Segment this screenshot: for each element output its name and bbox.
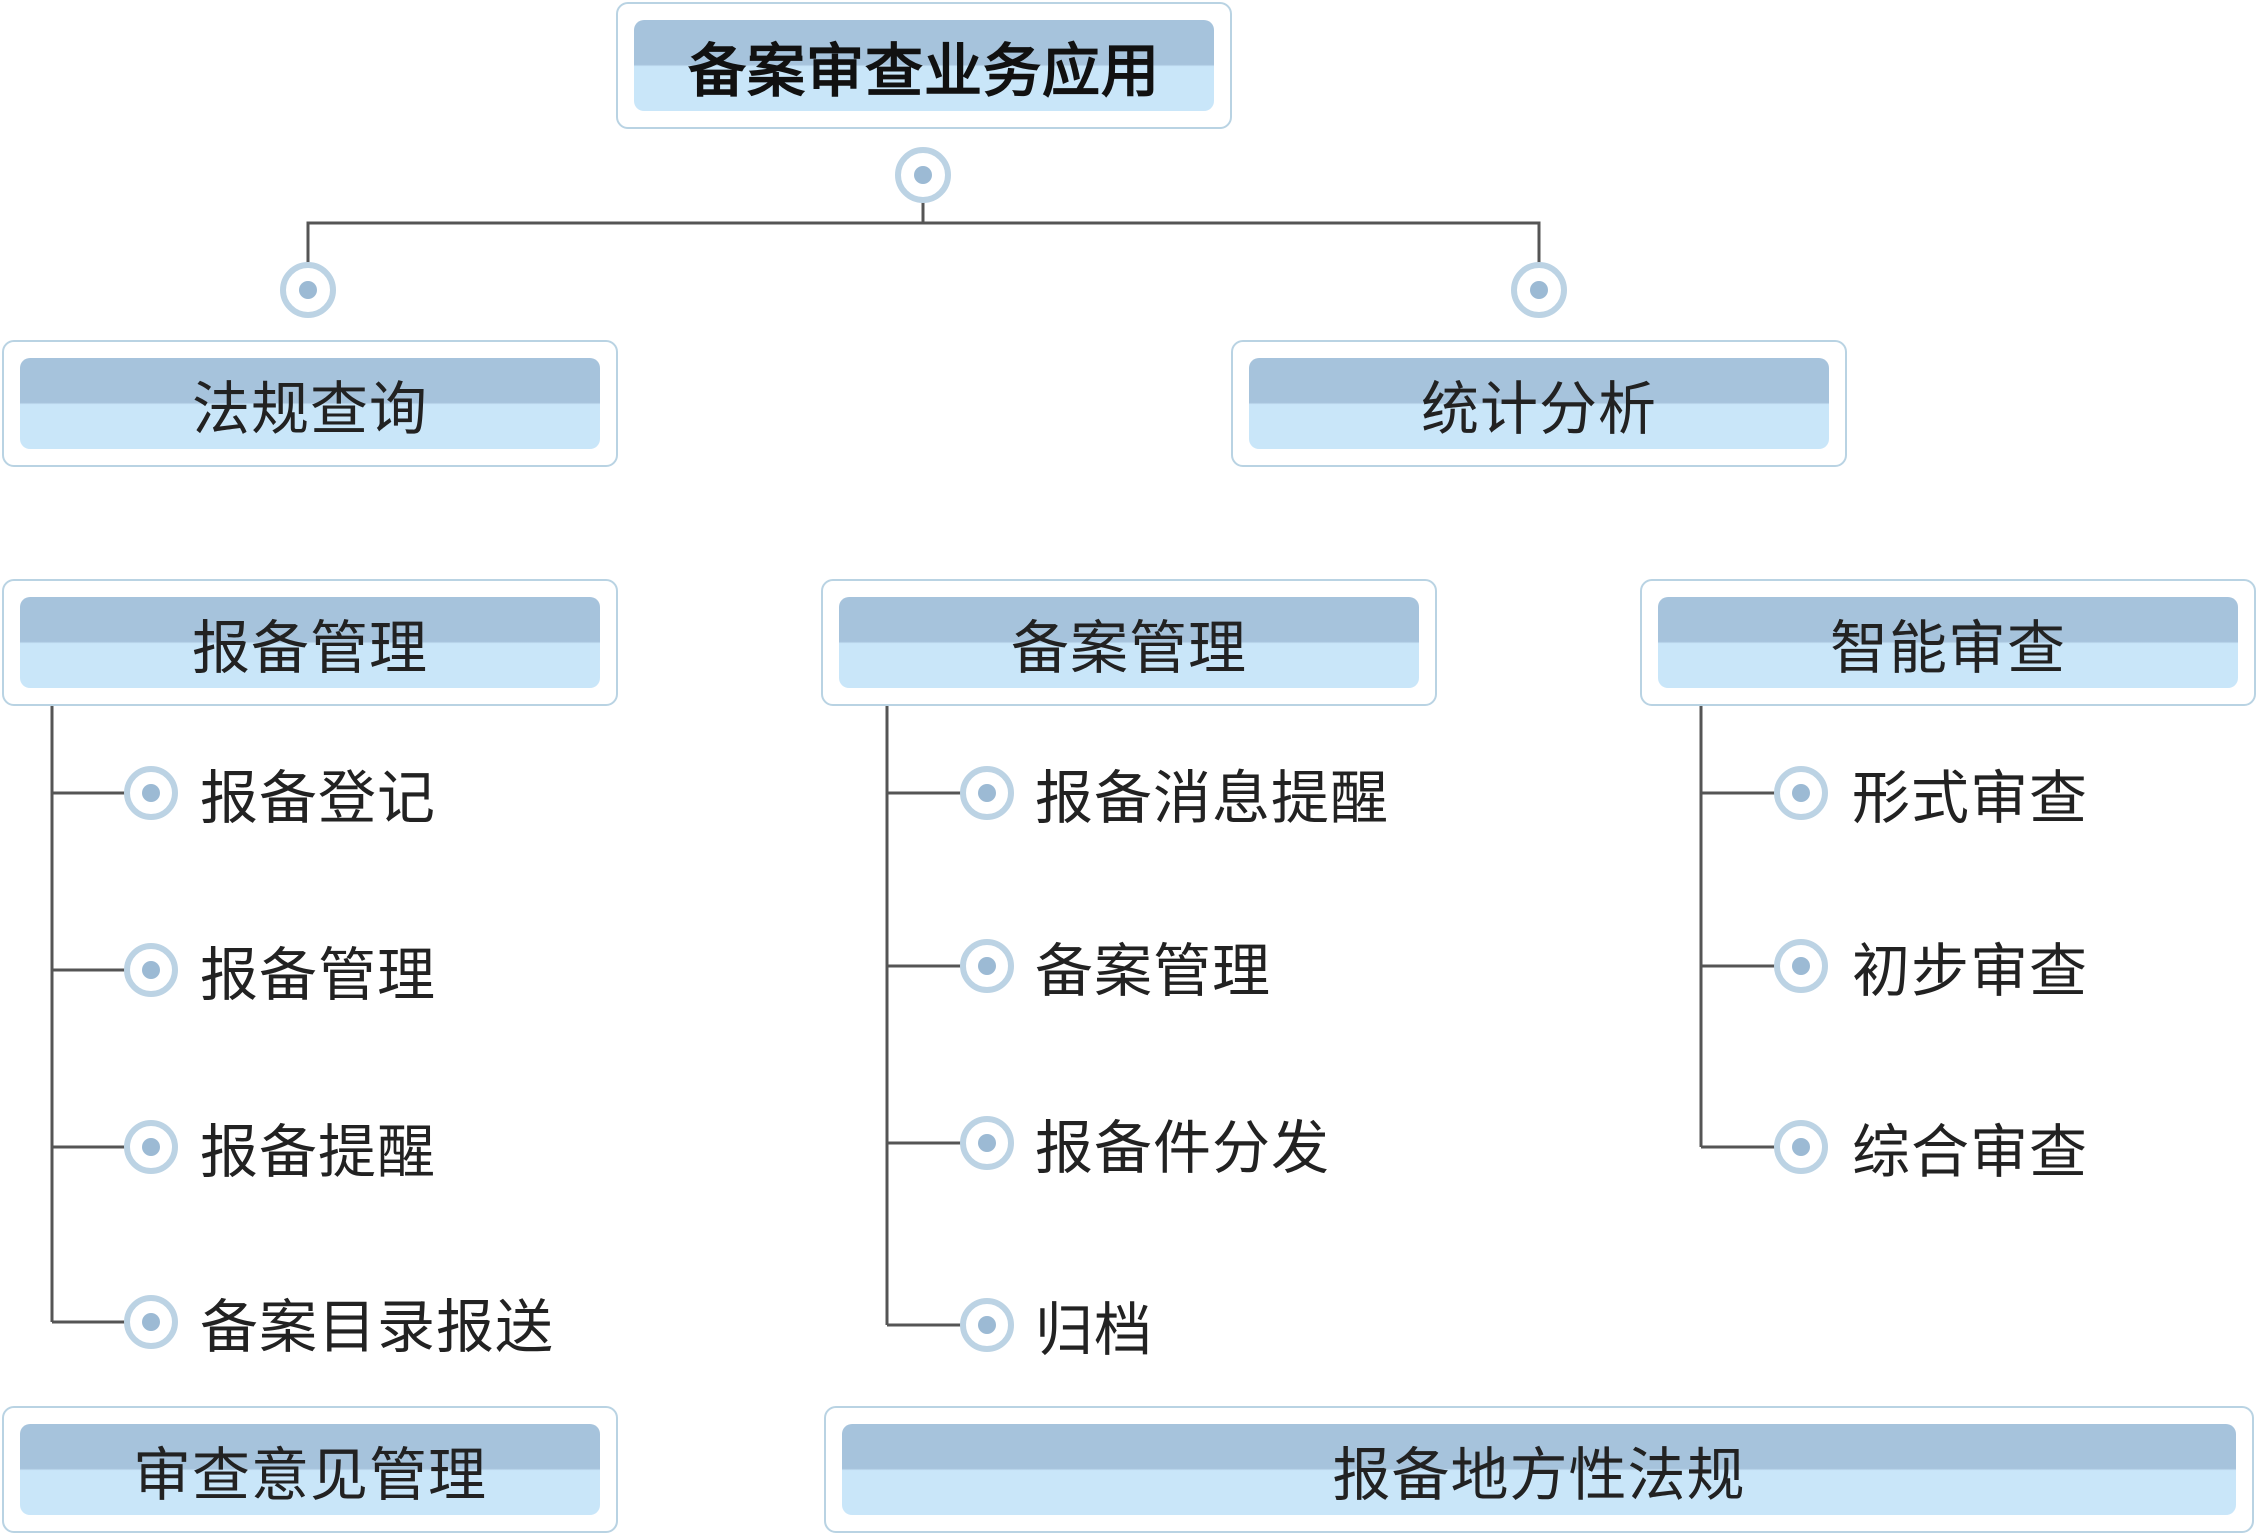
statistics-box: 统计分析 (1231, 340, 1847, 467)
group1-item-1: 报备登记 (200, 764, 437, 832)
law-query-band: 法规查询 (20, 358, 600, 449)
statistics-label: 统计分析 (1420, 374, 1657, 443)
group-record-management-band: 备案管理 (839, 597, 1419, 688)
group-smart-review-band: 智能审查 (1658, 597, 2238, 688)
item-bullet-icon (124, 943, 178, 997)
root-band: 备案审查业务应用 (634, 20, 1214, 111)
group-smart-review-label: 智能审查 (1829, 613, 2066, 682)
law-query-node-dot (280, 262, 336, 318)
item-bullet-icon (1774, 939, 1828, 993)
group-record-management-label: 备案管理 (1010, 613, 1247, 682)
item-bullet-icon (960, 1298, 1014, 1352)
group2-item-4: 归档 (1035, 1296, 1154, 1364)
group3-item-1: 形式审查 (1852, 764, 2089, 832)
top-branch-connector (306, 221, 1541, 290)
group-smart-review-box: 智能审查 (1640, 579, 2256, 706)
item-bullet-icon (1774, 1120, 1828, 1174)
root-node-dot (895, 147, 951, 203)
review-opinion-box: 审查意见管理 (2, 1406, 618, 1533)
item-bullet-icon (960, 939, 1014, 993)
item-bullet-icon (960, 766, 1014, 820)
root-box: 备案审查业务应用 (616, 2, 1232, 129)
group2-item-1: 报备消息提醒 (1035, 764, 1390, 832)
group-record-management-box: 备案管理 (821, 579, 1437, 706)
review-opinion-band: 审查意见管理 (20, 1424, 600, 1515)
item-bullet-icon (124, 1295, 178, 1349)
root-label: 备案审查业务应用 (687, 36, 1160, 105)
group-filing-management-band: 报备管理 (20, 597, 600, 688)
review-opinion-label: 审查意见管理 (132, 1440, 487, 1509)
group3-item-2: 初步审查 (1852, 937, 2089, 1005)
law-query-label: 法规查询 (191, 374, 428, 443)
group3-item-3: 综合审查 (1852, 1118, 2089, 1186)
group1-item-4: 备案目录报送 (200, 1293, 555, 1361)
local-regulations-label: 报备地方性法规 (1332, 1440, 1746, 1509)
group2-item-2: 备案管理 (1035, 937, 1272, 1005)
item-bullet-icon (960, 1116, 1014, 1170)
law-query-box: 法规查询 (2, 340, 618, 467)
local-regulations-box: 报备地方性法规 (824, 1406, 2254, 1533)
group1-item-3: 报备提醒 (200, 1118, 437, 1186)
group2-item-3: 报备件分发 (1035, 1114, 1331, 1182)
item-bullet-icon (124, 766, 178, 820)
local-regulations-band: 报备地方性法规 (842, 1424, 2236, 1515)
group-filing-management-box: 报备管理 (2, 579, 618, 706)
item-bullet-icon (1774, 766, 1828, 820)
statistics-node-dot (1511, 262, 1567, 318)
statistics-band: 统计分析 (1249, 358, 1829, 449)
item-bullet-icon (124, 1120, 178, 1174)
group-filing-management-label: 报备管理 (191, 613, 428, 682)
group1-item-2: 报备管理 (200, 941, 437, 1009)
